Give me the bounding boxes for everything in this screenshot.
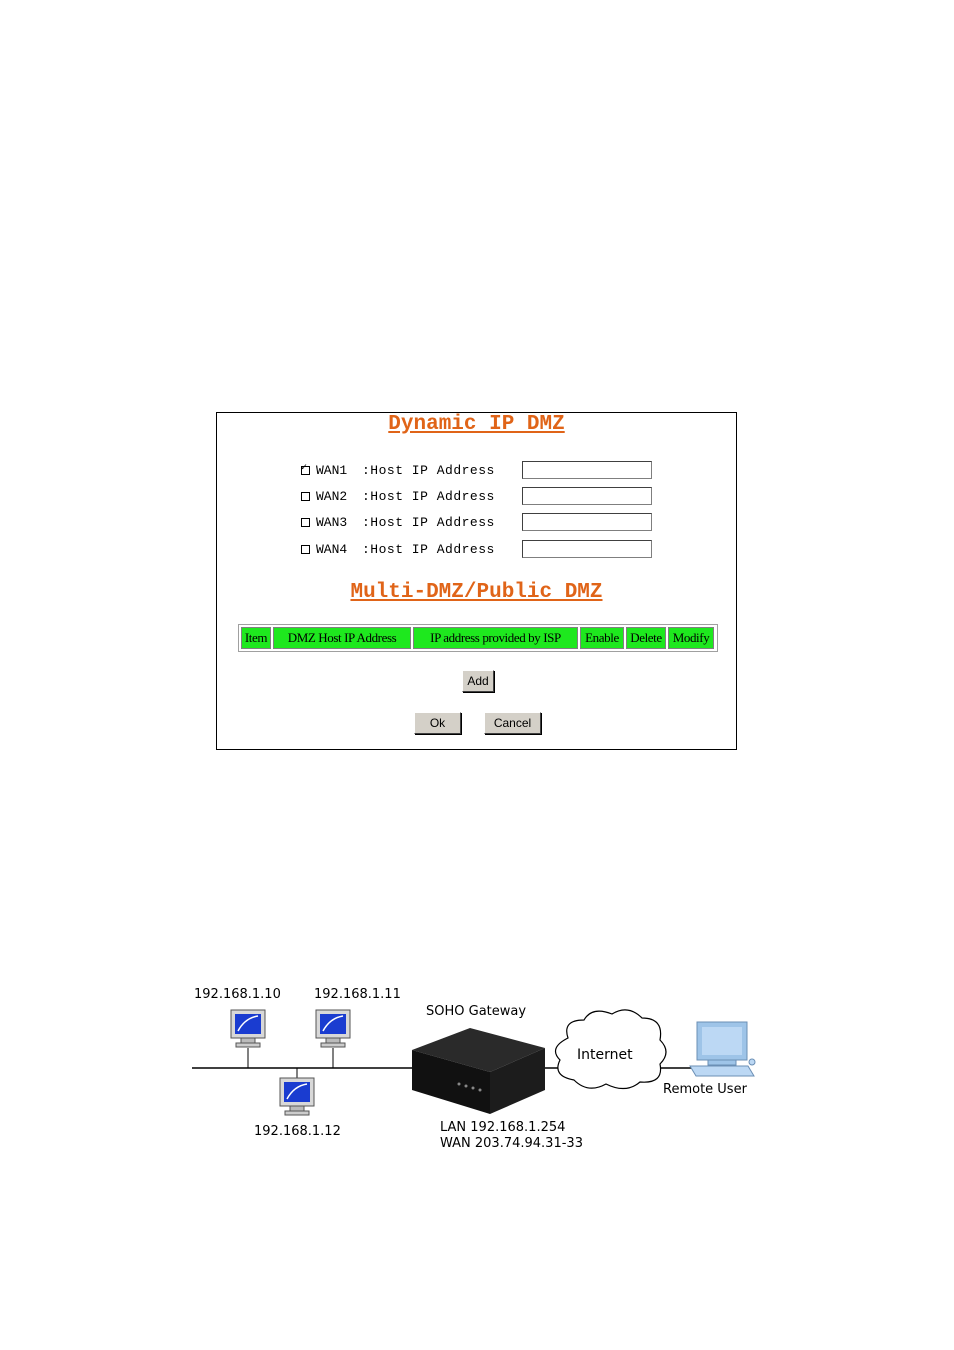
wan3-checkbox[interactable]	[301, 517, 310, 527]
wan1-host-ip-input[interactable]	[522, 461, 652, 479]
wan2-host-label: :Host IP Address	[362, 488, 495, 504]
wan1-host-label: :Host IP Address	[362, 462, 495, 478]
host2-monitor-icon	[315, 1009, 351, 1048]
column-header-modify: Modify	[668, 627, 714, 649]
wan3-host-label: :Host IP Address	[362, 514, 495, 530]
wan2-row: WAN2 :Host IP Address	[301, 486, 652, 506]
remote-user-computer-icon	[689, 1021, 756, 1077]
wan2-label: WAN2	[316, 488, 348, 504]
gateway-wan-label: WAN 203.74.94.31-33	[440, 1136, 583, 1151]
column-header-delete: Delete	[626, 627, 666, 649]
ok-button[interactable]: Ok	[414, 712, 461, 734]
gateway-label: SOHO Gateway	[426, 1004, 527, 1019]
wan1-row: WAN1 :Host IP Address	[301, 460, 652, 480]
wan4-label: WAN4	[316, 541, 348, 557]
wan2-checkbox[interactable]	[301, 491, 310, 501]
wan4-checkbox[interactable]	[301, 544, 310, 554]
wan4-host-label: :Host IP Address	[362, 541, 495, 557]
column-header-item: Item	[241, 627, 271, 649]
dmz-settings-panel: Dynamic IP DMZ WAN1 :Host IP Address WAN…	[216, 412, 737, 750]
multi-dmz-title: Multi-DMZ/Public DMZ	[350, 581, 603, 604]
column-header-isp-ip: IP address provided by ISP	[413, 627, 578, 649]
dynamic-dmz-title: Dynamic IP DMZ	[388, 413, 565, 436]
internet-label: Internet	[577, 1047, 633, 1063]
wan3-row: WAN3 :Host IP Address	[301, 512, 652, 532]
soho-gateway-router-icon	[412, 1028, 545, 1114]
wan3-label: WAN3	[316, 514, 348, 530]
wan2-host-ip-input[interactable]	[522, 487, 652, 505]
column-header-enable: Enable	[580, 627, 624, 649]
wan4-host-ip-input[interactable]	[522, 540, 652, 558]
wan4-row: WAN4 :Host IP Address	[301, 539, 652, 559]
host3-monitor-icon	[279, 1077, 315, 1116]
cancel-button[interactable]: Cancel	[484, 712, 541, 734]
host1-monitor-icon	[230, 1009, 266, 1048]
remote-user-label: Remote User	[663, 1082, 747, 1097]
add-button[interactable]: Add	[462, 670, 494, 692]
host2-ip-label: 192.168.1.11	[314, 987, 401, 1002]
wan3-host-ip-input[interactable]	[522, 513, 652, 531]
column-header-dmz-host-ip: DMZ Host IP Address	[273, 627, 411, 649]
host3-ip-label: 192.168.1.12	[254, 1124, 341, 1139]
wan1-label: WAN1	[316, 462, 348, 478]
host1-ip-label: 192.168.1.10	[194, 987, 281, 1002]
wan1-checkbox[interactable]	[301, 462, 310, 476]
gateway-lan-label: LAN 192.168.1.254	[440, 1120, 566, 1135]
multi-dmz-table-header: Item DMZ Host IP Address IP address prov…	[238, 624, 718, 652]
